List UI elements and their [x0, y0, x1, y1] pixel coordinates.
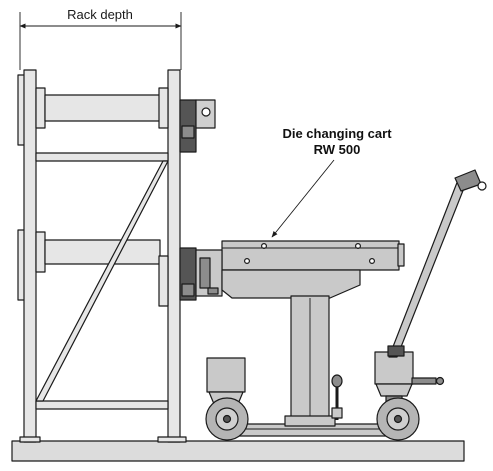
cart-table-top	[221, 240, 400, 271]
rack-arm-upper	[44, 94, 161, 122]
rack-upright-right	[167, 69, 181, 443]
rack-diagonal-brace	[35, 160, 169, 402]
storage-rack	[17, 69, 216, 443]
rack-depth-dimension: Rack depth	[19, 7, 182, 70]
floor-base	[11, 440, 465, 462]
cart-label-line1: Die changing cart	[282, 126, 392, 141]
die-changing-cart	[179, 169, 487, 441]
rack-upright-left	[23, 69, 37, 443]
rack-depth-label: Rack depth	[67, 7, 133, 22]
lever-knob	[331, 374, 343, 388]
leader-arrow	[271, 159, 335, 238]
cart-callout: Die changing cart RW 500	[271, 126, 392, 238]
cart-label-line2: RW 500	[314, 142, 361, 157]
tow-handle	[388, 179, 467, 358]
rack-arm-lower	[44, 239, 161, 265]
